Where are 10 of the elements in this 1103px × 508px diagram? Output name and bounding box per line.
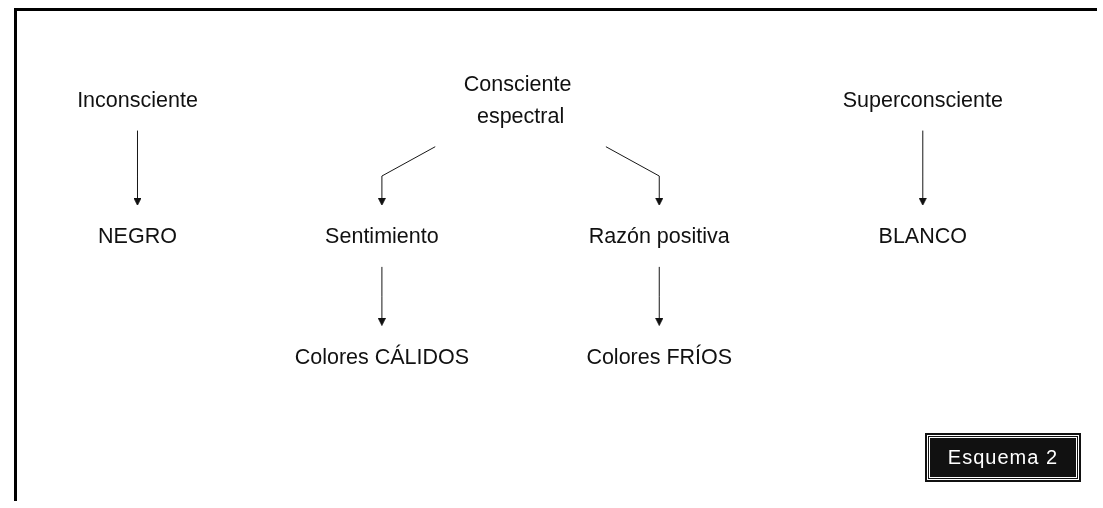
- node-text: Colores FRÍOS: [586, 344, 733, 369]
- node-text: Razón positiva: [588, 223, 730, 249]
- node-text: BLANCO: [878, 223, 967, 249]
- node-text: NEGRO: [98, 223, 177, 249]
- diagram-label: Esquema 2: [926, 435, 1079, 480]
- node-text: Sentimiento: [325, 223, 439, 249]
- node-text: Inconsciente: [77, 87, 198, 113]
- node-text: Superconsciente: [842, 87, 1003, 113]
- node-text: Colores CÁLIDOS: [294, 344, 470, 369]
- node-text: Consciente espectral: [463, 71, 572, 129]
